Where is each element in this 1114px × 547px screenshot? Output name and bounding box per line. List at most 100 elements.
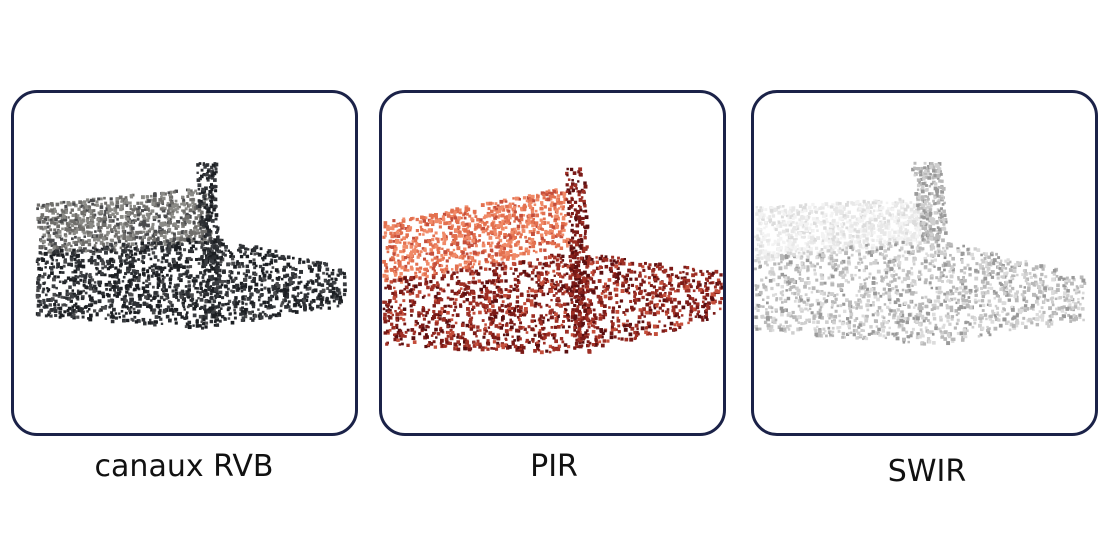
point-cloud-point bbox=[84, 240, 89, 244]
point-cloud-point bbox=[208, 257, 212, 261]
point-cloud-point bbox=[528, 264, 532, 268]
point-cloud-point bbox=[465, 252, 469, 256]
point-cloud-point bbox=[460, 216, 463, 220]
point-cloud-point bbox=[599, 328, 604, 332]
point-cloud-point bbox=[245, 264, 250, 269]
point-cloud-point bbox=[237, 264, 242, 269]
point-cloud-point bbox=[497, 280, 501, 284]
point-cloud-point bbox=[514, 305, 519, 309]
point-cloud-point bbox=[647, 302, 652, 306]
point-cloud-point bbox=[453, 309, 456, 312]
point-cloud-point bbox=[539, 350, 544, 355]
point-cloud-point bbox=[713, 291, 717, 295]
point-cloud-point bbox=[201, 276, 205, 279]
point-cloud-point bbox=[291, 274, 296, 279]
point-cloud-point bbox=[213, 299, 217, 303]
point-cloud-point bbox=[201, 187, 206, 192]
point-cloud-point bbox=[161, 274, 165, 278]
point-cloud-point bbox=[42, 287, 46, 291]
point-cloud-point bbox=[112, 307, 116, 312]
point-cloud-point bbox=[74, 215, 79, 220]
point-cloud-point bbox=[177, 245, 182, 250]
point-cloud-point bbox=[44, 304, 48, 308]
point-cloud-point bbox=[612, 281, 616, 285]
point-cloud-point bbox=[382, 300, 386, 304]
point-cloud-point bbox=[530, 237, 535, 242]
point-cloud-point bbox=[537, 289, 540, 293]
point-cloud-point bbox=[504, 329, 509, 334]
point-cloud-point bbox=[141, 267, 146, 272]
point-cloud-point bbox=[89, 198, 94, 203]
point-cloud-point bbox=[463, 288, 467, 291]
point-cloud-point bbox=[71, 314, 75, 318]
point-cloud-point bbox=[549, 197, 553, 201]
point-cloud-point bbox=[557, 289, 560, 293]
point-cloud-point bbox=[109, 214, 112, 217]
point-cloud-point bbox=[425, 259, 429, 263]
point-cloud-point bbox=[414, 271, 418, 275]
point-cloud-point bbox=[190, 297, 195, 301]
point-cloud-point bbox=[163, 308, 167, 313]
point-cloud-point bbox=[203, 265, 207, 269]
point-cloud-point bbox=[556, 194, 561, 198]
point-cloud-point bbox=[65, 248, 69, 252]
point-cloud-point bbox=[204, 229, 208, 234]
point-cloud-point bbox=[92, 199, 95, 202]
point-cloud-point bbox=[561, 325, 565, 329]
point-cloud-point bbox=[167, 228, 172, 232]
point-cloud-point bbox=[232, 301, 236, 304]
point-cloud-point bbox=[481, 243, 486, 248]
point-cloud-point bbox=[502, 255, 506, 259]
point-cloud-point bbox=[457, 234, 462, 238]
point-cloud-point bbox=[203, 262, 208, 267]
point-cloud-point bbox=[262, 300, 267, 305]
point-cloud-point bbox=[553, 202, 557, 207]
point-cloud-point bbox=[214, 260, 218, 264]
point-cloud-point bbox=[125, 204, 129, 207]
point-cloud-point bbox=[306, 259, 310, 263]
point-cloud-point bbox=[470, 217, 474, 221]
point-cloud-point bbox=[649, 300, 654, 305]
point-cloud-point bbox=[115, 212, 119, 215]
point-cloud-point bbox=[303, 296, 307, 300]
point-cloud-point bbox=[549, 223, 554, 228]
point-cloud-point bbox=[212, 240, 216, 244]
point-cloud-point bbox=[210, 245, 214, 248]
point-cloud-point bbox=[189, 238, 194, 243]
point-cloud-point bbox=[532, 294, 536, 298]
point-cloud-point bbox=[149, 305, 153, 309]
point-cloud-point bbox=[458, 230, 462, 235]
point-cloud-point bbox=[41, 290, 45, 294]
point-cloud-point bbox=[489, 313, 493, 316]
point-cloud-point bbox=[382, 316, 387, 321]
point-cloud-point bbox=[209, 247, 213, 251]
point-cloud-point bbox=[486, 341, 491, 346]
point-cloud-point bbox=[399, 316, 403, 320]
point-cloud-point bbox=[152, 217, 157, 222]
point-cloud-point bbox=[85, 272, 88, 276]
point-cloud-point bbox=[241, 312, 245, 316]
point-cloud-point bbox=[685, 272, 689, 276]
point-cloud-point bbox=[90, 260, 94, 265]
point-cloud-point bbox=[688, 296, 692, 300]
point-cloud-point bbox=[530, 194, 535, 199]
point-cloud-point bbox=[116, 235, 121, 240]
point-cloud-point bbox=[411, 275, 416, 280]
point-cloud-point bbox=[472, 276, 475, 280]
point-cloud-point bbox=[550, 315, 554, 320]
point-cloud-point bbox=[600, 303, 604, 307]
point-cloud-point bbox=[44, 314, 48, 318]
point-cloud-point bbox=[157, 311, 162, 315]
point-cloud-point bbox=[546, 292, 550, 296]
point-cloud-point bbox=[305, 282, 309, 286]
point-cloud-point bbox=[278, 276, 281, 279]
point-cloud-point bbox=[275, 276, 279, 280]
point-cloud-point bbox=[250, 300, 254, 304]
point-cloud-point bbox=[124, 196, 128, 200]
point-cloud-point bbox=[585, 329, 589, 332]
point-cloud-point bbox=[96, 222, 100, 227]
point-cloud-point bbox=[496, 215, 500, 219]
point-cloud-point bbox=[229, 254, 233, 259]
point-cloud-point bbox=[70, 220, 74, 224]
point-cloud-point bbox=[109, 257, 114, 262]
